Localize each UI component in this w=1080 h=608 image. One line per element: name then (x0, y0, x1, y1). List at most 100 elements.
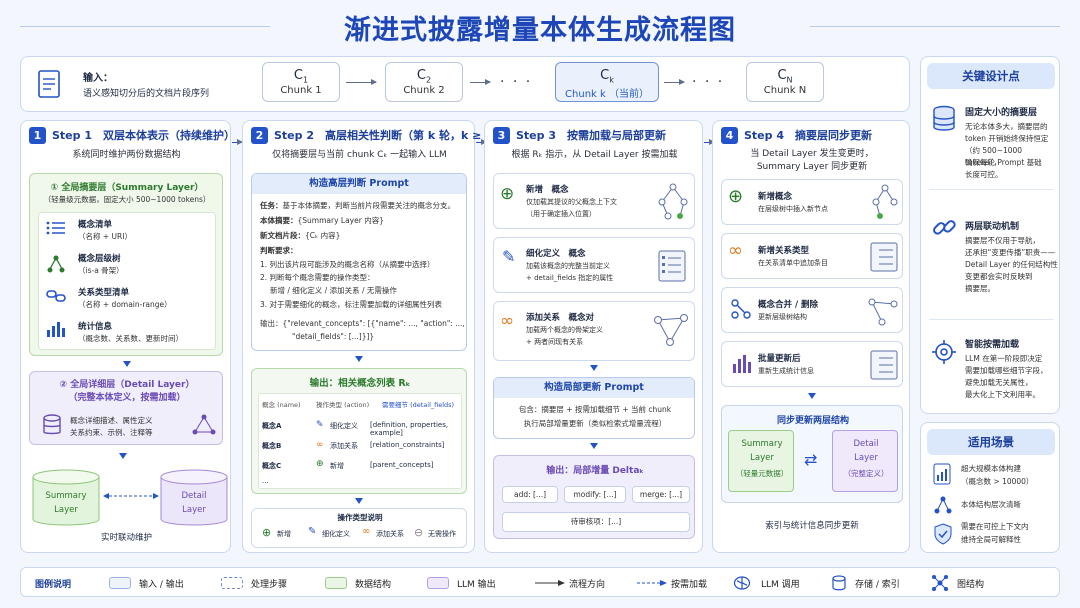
title-deco-left (20, 26, 270, 27)
title-deco-right (810, 26, 1060, 27)
add-icon: ⊕ (728, 186, 744, 207)
detail-layer-desc1: 概念详细描述、属性定义 (70, 416, 153, 425)
step1-desc: 系统同时维护两份数据结构 (72, 150, 181, 160)
add-icon: ⊕ (262, 526, 272, 539)
sync-icon: ⇄ (804, 450, 818, 469)
ellipsis: · · · (500, 74, 533, 90)
list-icon (870, 242, 898, 272)
legend-step-swatch (221, 577, 243, 589)
link-icon: ∞ (728, 240, 743, 261)
storage-icon (832, 575, 846, 591)
form-icon (658, 250, 686, 282)
summary-item-relations: 关系类型清单 (78, 288, 130, 298)
design-panel: 关键设计点 固定大小的摘要层 无论本体多大，摘要层的 token 开销始终保持恒… (920, 56, 1060, 414)
step3-title: Step 3 按需加载与局部更新 (516, 129, 666, 142)
flow-arrow (470, 79, 491, 85)
sync-card-batch: 批量更新后 重新生成统计信息 (721, 341, 903, 387)
load-card-refine: ✎ 细化定义 概念 加载该概念的完整当前定义 + detail_fields 指… (493, 237, 695, 293)
summary-item-concepts: 概念清单 (78, 220, 113, 230)
page-title: 渐进式披露增量本体生成流程图 (344, 15, 736, 46)
link-icon: ∞ (362, 526, 371, 537)
input-label: 输入： (83, 73, 113, 84)
shield-icon (934, 523, 952, 545)
sync-card-concept: ⊕ 新增概念 在层级树中插入新节点 (721, 179, 903, 225)
table-row: 概念C (262, 462, 282, 470)
merge-icon (731, 299, 751, 319)
sync-label: 实时联动维护 (100, 533, 152, 543)
scene-panel: 适用场景 超大规模本体构建 （概念数 > 10000） 本体结构层次清晰 需要在… (920, 422, 1060, 553)
ops-legend-box: 操作类型说明 ⊕ 新增 ✎ 细化定义 ∞ 添加关系 ⊖ 无需操作 (251, 508, 467, 548)
detail-layer-sub: （完整本体定义，按需加载） (68, 393, 186, 403)
local-prompt-box: 构造局部更新 Prompt 包含：摘要层 + 按需加载细节 + 当前 chunk… (493, 377, 695, 439)
step4-title: Step 4 摘要层同步更新 (744, 129, 872, 142)
step3-desc: 根据 Rₖ 指示，从 Detail Layer 按需加载 (511, 150, 678, 160)
input-desc: 语义感知切分后的文档片段序列 (83, 89, 210, 99)
table-row: 概念B (262, 442, 282, 450)
list-icon (870, 350, 898, 380)
delta-add: add: [...] (502, 486, 558, 503)
target-icon (932, 340, 956, 364)
legend-io-swatch (109, 577, 131, 589)
prompt-box: 构造高层判断 Prompt 任务：基于本体摘要，判断当前片段需要关注的概念分支。… (251, 173, 467, 351)
flow-arrow (232, 139, 243, 145)
load-card-new: ⊕ 新增 概念 仅加载其提议的父概念上下文 （用于确定插入位置） (493, 173, 695, 229)
database-icon (43, 414, 61, 435)
step1-panel: 1 Step 1 双层本体表示（持续维护） 系统同时维护两份数据结构 ① 全局摘要… (20, 120, 235, 553)
none-icon: ⊖ (414, 526, 424, 539)
delta-merge: merge: [...] (632, 486, 690, 503)
concept-table-title: 输出：相关概念列表 Rₖ (309, 378, 411, 389)
detail-layer-desc2: 关系约束、示例、注释等 (70, 428, 153, 437)
scene-title: 适用场景 (927, 429, 1055, 455)
document-chart-icon (933, 463, 951, 485)
summary-layer-box: ① 全局摘要层（Summary Layer） （轻量级元数据，固定大小 500~… (29, 173, 223, 356)
delta-review: 待审核项：[...] (502, 512, 690, 532)
link-icon (933, 220, 956, 235)
delta-box: 输出：局部增量 Deltaₖ add: [...] modify: [...] … (493, 455, 695, 539)
detail-layer-node: Detail Layer （完整定义） (832, 430, 898, 492)
brain-icon (733, 576, 751, 590)
edit-icon: ✎ (502, 247, 516, 266)
graph-icon (192, 414, 216, 435)
document-icon (38, 70, 60, 98)
legend-load-arrow (637, 580, 667, 586)
step1-number: 1 (29, 127, 46, 144)
legend-title: 图例说明 (35, 580, 72, 590)
summary-layer-cylinder (32, 469, 100, 526)
summary-item-stats: 统计信息 (78, 322, 113, 332)
tree-icon (872, 184, 898, 219)
step2-title: Step 2 高层相关性判断（第 k 轮，k ≥ 1） (274, 129, 504, 142)
table-row: 概念A (262, 422, 282, 430)
tree-icon (47, 255, 65, 273)
legend: 图例说明 输入 / 输出 处理步骤 数据结构 LLM 输出 流程方向 按需加载 … (20, 567, 1060, 597)
summary-item-hierarchy: 概念层级树 (78, 254, 121, 264)
flow-arrow (346, 79, 377, 85)
step1-title: Step 1 双层本体表示（持续维护） (52, 129, 235, 142)
bar-chart-icon (733, 355, 751, 373)
list-icon (46, 221, 65, 235)
bar-chart-icon (47, 322, 65, 337)
step2-desc: 仅将摘要层与当前 chunk Cₖ 一起输入 LLM (272, 150, 447, 160)
summary-layer-sub: （轻量级元数据，固定大小 500~1000 tokens） (43, 195, 211, 204)
link-icon: ∞ (500, 311, 515, 331)
sync-card-relation: ∞ 新增关系类型 在关系清单中追加条目 (721, 233, 903, 279)
database-icon (933, 105, 955, 131)
delta-modify: modify: [...] (564, 486, 626, 503)
bidirectional-arrow (103, 493, 159, 499)
link-icon (46, 290, 66, 302)
summary-layer-node: Summary Layer （轻量元数据） (728, 430, 794, 492)
legend-flow-arrow (535, 580, 565, 586)
hierarchy-icon (934, 496, 952, 514)
graph-icon (654, 314, 688, 346)
add-icon: ⊕ (500, 184, 515, 204)
summary-layer-title: ① 全局摘要层（Summary Layer） (50, 183, 204, 193)
load-card-relation: ∞ 添加关系 概念对 加载两个概念的骨架定义 + 两者间现有关系 (493, 301, 695, 361)
legend-data-swatch (325, 577, 347, 589)
ellipsis: · · · (692, 74, 725, 90)
